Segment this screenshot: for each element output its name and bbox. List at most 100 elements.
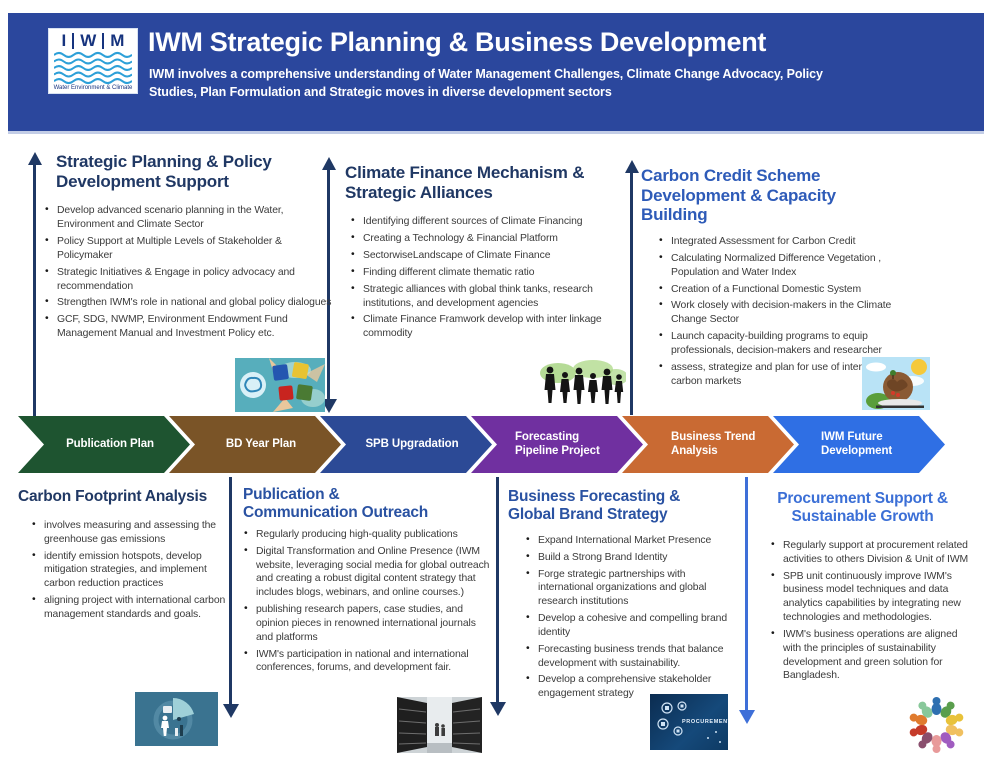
section-publication-outreach: Publication & Communication Outreach Reg… — [243, 486, 493, 678]
section-climate-finance: Climate Finance Mechanism & Strategic Al… — [345, 163, 635, 344]
timeline-stage-business-trend: Business Trend Analysis — [622, 416, 794, 473]
timeline-stage-spb-upgradation: SPB Upgradation — [320, 416, 492, 473]
arrowhead-down-icon — [489, 702, 506, 716]
library-bookshelves-photo-icon — [397, 697, 482, 753]
bullet-item: Strategic alliances with global think ta… — [350, 282, 635, 311]
bullet-item: IWM's business operations are aligned wi… — [770, 627, 975, 683]
section-title: Climate Finance Mechanism & Strategic Al… — [345, 163, 585, 202]
earth-environment-cartoon-graphic — [862, 357, 930, 410]
bullet-item: identify emission hotspots, develop miti… — [31, 549, 229, 591]
down-arrow-publication-outreach — [222, 477, 239, 718]
logo-caption: Water Environment & Climate — [53, 85, 133, 91]
section-title: Strategic Planning & Policy Development … — [56, 152, 272, 191]
section-business-forecasting: Business Forecasting & Global Brand Stra… — [508, 488, 743, 704]
timeline-stage-iwm-future: IWM Future Development — [773, 416, 945, 473]
bullet-item: Develop advanced scenario planning in th… — [44, 203, 339, 232]
bullet-item: Regularly producing high-quality publica… — [243, 527, 490, 542]
bullet-item: GCF, SDG, NWMP, Environment Endowment Fu… — [44, 312, 339, 341]
bullet-item: Forecasting business trends that balance… — [525, 642, 743, 671]
bullet-item: SectorwiseLandscape of Climate Finance — [350, 248, 635, 263]
brain-puzzle-world-map-icon — [235, 358, 325, 412]
logo-letters: I W M — [49, 29, 137, 49]
bullet-item: Identifying different sources of Climate… — [350, 214, 635, 229]
bullet-item: aligning project with international carb… — [31, 593, 229, 622]
bullet-list: Expand International Market Presence Bui… — [525, 533, 743, 701]
section-title: Publication & Communication Outreach — [243, 486, 429, 521]
bullet-item: Launch capacity-building programs to equ… — [658, 329, 920, 358]
people-circle-graphic — [898, 693, 975, 757]
bullet-list: Develop advanced scenario planning in th… — [44, 203, 339, 341]
timeline-stage-label: BD Year Plan — [225, 437, 297, 450]
procurement-image-label: PROCUREMENT — [682, 719, 728, 725]
bullet-list: Regularly support at procurement related… — [770, 538, 975, 683]
bullet-item: Creating a Technology & Financial Platfo… — [350, 231, 635, 246]
timeline-stage-publication-plan: Publication Plan — [18, 416, 190, 473]
bullet-item: SPB unit continuously improve IWM's busi… — [770, 569, 975, 625]
logo-letter-i: I — [61, 31, 67, 50]
earth-environment-cartoon-icon — [862, 357, 930, 410]
bullet-item: Integrated Assessment for Carbon Credit — [658, 234, 920, 249]
timeline-stage-label: SPB Upgradation — [365, 437, 459, 450]
carbon-analysis-presentation-icon — [135, 692, 218, 746]
bullet-item: Digital Transformation and Online Presen… — [243, 544, 490, 600]
arrowhead-up-icon — [624, 160, 639, 173]
bullet-list: Identifying different sources of Climate… — [350, 214, 635, 341]
logo-letter-m: M — [110, 31, 125, 50]
people-circle-icon — [909, 697, 964, 753]
bullet-item: Build a Strong Brand Identity — [525, 550, 743, 565]
bullet-item: assess, strategize and plan for use of i… — [658, 360, 920, 389]
bullet-item: IWM's participation in national and inte… — [243, 647, 490, 676]
bullet-item: Develop a cohesive and compelling brand … — [525, 611, 743, 640]
page-title: IWM Strategic Planning & Business Develo… — [148, 27, 767, 57]
header-underline — [8, 131, 984, 134]
bullet-item: Climate Finance Framwork develop with in… — [350, 312, 635, 341]
header-banner: I W M Water Environment & Climate IWM St… — [8, 13, 984, 131]
carbon-analysis-presentation-graphic — [135, 692, 218, 746]
bullet-item: Strengthen IWM's role in national and gl… — [44, 295, 339, 310]
section-strategic-planning: Strategic Planning & Policy Development … — [45, 152, 346, 344]
down-arrow-procurement-support — [738, 477, 755, 724]
subtitle-line: Studies, Plan Formulation and Strategic … — [149, 85, 612, 100]
bullet-item: Develop a comprehensive stakeholder enga… — [525, 672, 743, 701]
logo-letter-w: W — [80, 31, 97, 50]
timeline-stage-label: Forecasting Pipeline Project — [515, 430, 600, 457]
timeline-stage-forecasting-pipeline: Forecasting Pipeline Project — [471, 416, 643, 473]
timeline-stage-label: Publication Plan — [66, 437, 154, 450]
down-arrow-business-forecasting — [489, 477, 506, 716]
bullet-item: Creation of a Functional Domestic System — [658, 282, 920, 297]
section-title: Procurement Support & Sustainable Growth — [777, 490, 948, 525]
subtitle-line: IWM involves a comprehensive understandi… — [149, 67, 823, 81]
water-waves-icon — [54, 51, 132, 85]
bullet-item: Work closely with decision-makers in the… — [658, 298, 920, 327]
section-procurement-support: Procurement Support & Sustainable Growth… — [760, 490, 978, 686]
bullet-item: involves measuring and assessing the gre… — [31, 518, 229, 547]
procurement-icons — [657, 701, 721, 743]
up-arrow-strategic-planning — [25, 152, 44, 421]
bullet-item: Finding different climate thematic ratio — [350, 265, 635, 280]
bullet-item: publishing research papers, case studies… — [243, 602, 490, 644]
arrowhead-down-icon — [738, 710, 755, 724]
timeline-stage-label: Business Trend Analysis — [671, 430, 756, 457]
timeline-stage-bd-year-plan: BD Year Plan — [169, 416, 341, 473]
section-carbon-credit: Carbon Credit Scheme Development & Capac… — [641, 166, 941, 391]
section-title: Carbon Footprint Analysis — [18, 488, 208, 505]
process-timeline: Publication Plan BD Year Plan SPB Upgrad… — [18, 416, 946, 473]
bullet-item: Policy Support at Multiple Levels of Sta… — [44, 234, 339, 263]
bullet-list: involves measuring and assessing the gre… — [31, 518, 229, 622]
procurement-graphic: PROCUREMENT — [650, 694, 728, 750]
arrowhead-up-icon — [27, 152, 42, 165]
logo-divider — [102, 32, 105, 49]
business-people-silhouettes-graphic — [538, 357, 626, 410]
arrowhead-down-icon — [222, 704, 239, 718]
bullet-item: Strategic Initiatives & Engage in policy… — [44, 265, 339, 294]
logo-divider — [72, 32, 75, 49]
section-title: Carbon Credit Scheme Development & Capac… — [641, 166, 836, 225]
bullet-list: Regularly producing high-quality publica… — [243, 527, 490, 676]
bullet-item: Regularly support at procurement related… — [770, 538, 975, 567]
bullet-item: Calculating Normalized Difference Vegeta… — [658, 251, 920, 280]
bullet-item: Forge strategic partnerships with intern… — [525, 567, 743, 609]
iwm-logo: I W M Water Environment & Climate — [48, 28, 138, 94]
bullet-item: Expand International Market Presence — [525, 533, 743, 548]
timeline-stage-label: IWM Future Development — [821, 430, 893, 457]
